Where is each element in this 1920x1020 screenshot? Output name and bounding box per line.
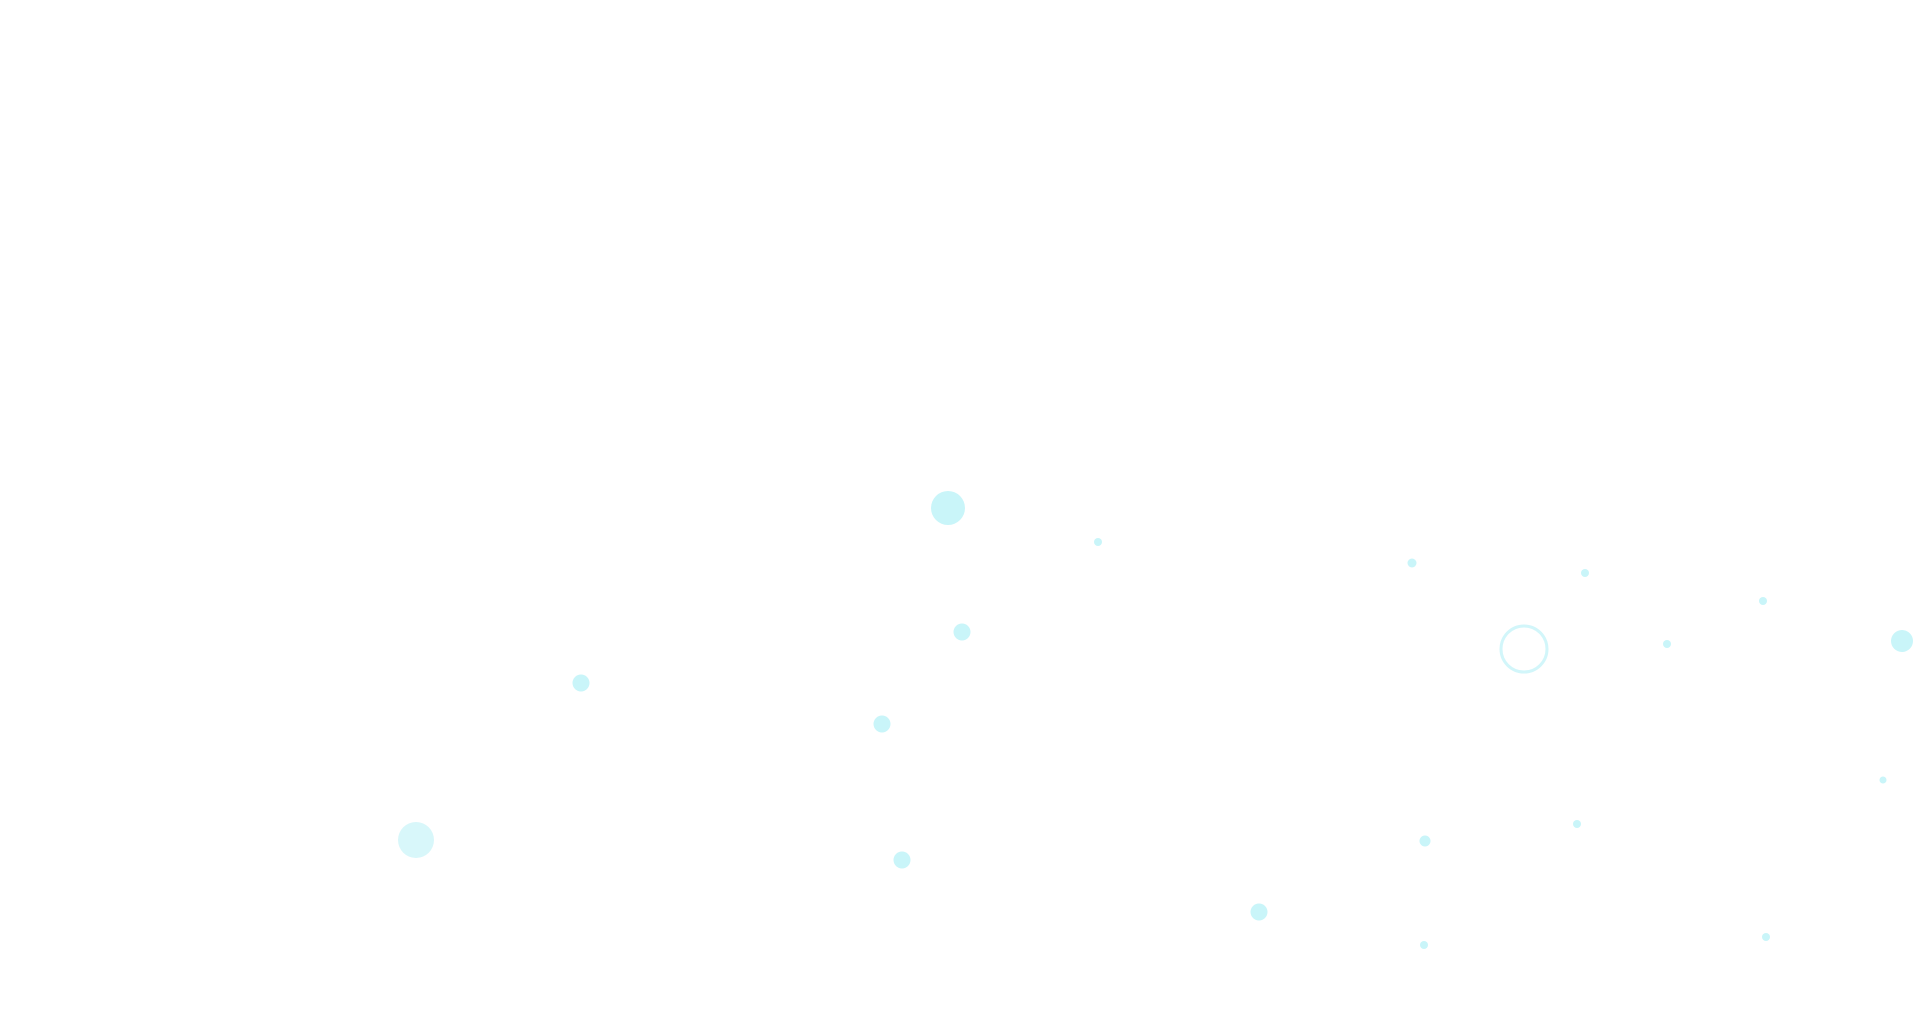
particle xyxy=(1762,933,1770,941)
particle xyxy=(1879,776,1887,784)
particle xyxy=(1420,941,1428,949)
particle xyxy=(1573,820,1581,828)
particle xyxy=(398,822,434,858)
particle xyxy=(1094,538,1102,546)
particle xyxy=(1663,640,1671,648)
particle xyxy=(1419,835,1431,847)
particle-ring xyxy=(1499,624,1549,674)
particle xyxy=(1759,597,1767,605)
particle xyxy=(1407,558,1417,568)
particle xyxy=(572,674,590,692)
particle xyxy=(931,491,965,525)
particle xyxy=(1250,903,1268,921)
particle xyxy=(893,851,911,869)
particle xyxy=(873,715,891,733)
particle xyxy=(1891,630,1913,652)
particle xyxy=(953,623,971,641)
particle xyxy=(1581,569,1589,577)
